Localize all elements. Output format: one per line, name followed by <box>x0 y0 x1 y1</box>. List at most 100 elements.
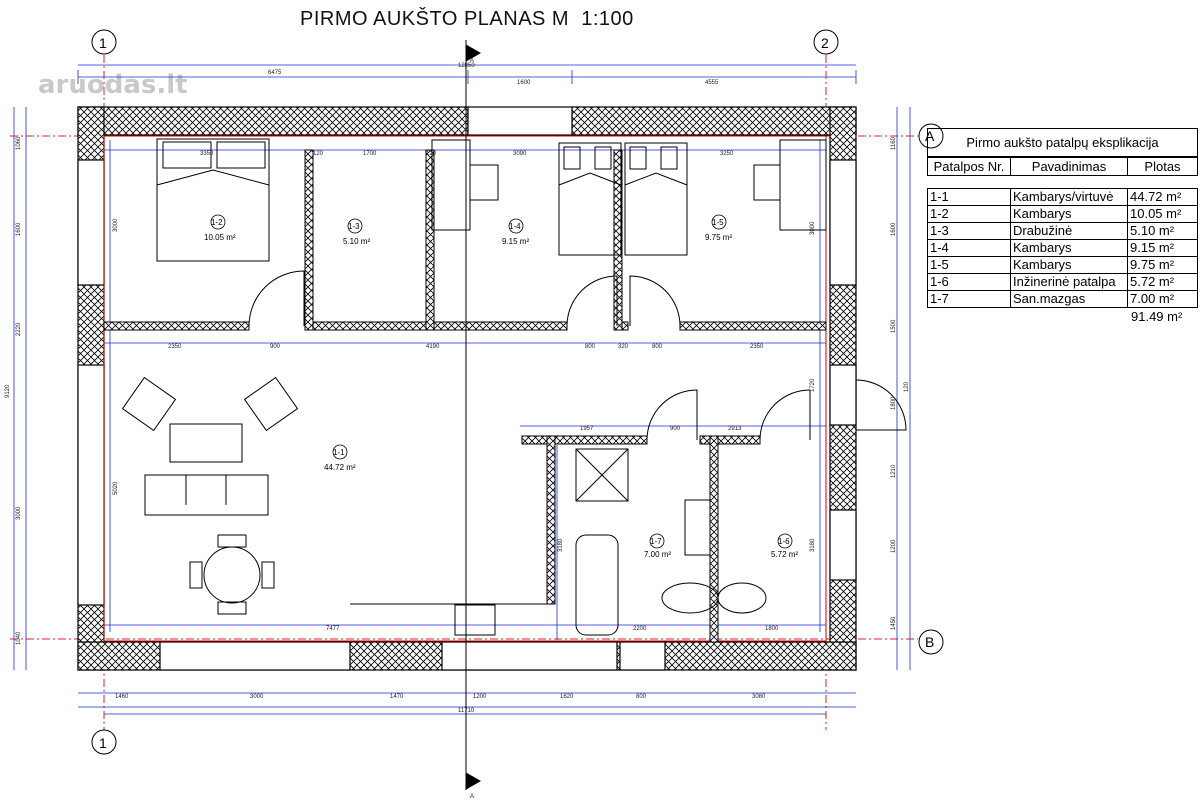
room-id-1-5: 1-5 <box>712 218 724 227</box>
axis-bubbles <box>91 29 944 755</box>
dim-bottom-6: 800 <box>636 694 647 700</box>
axis-1-top: 1 <box>99 35 107 51</box>
room-id-1-6: 1-6 <box>778 537 790 546</box>
dim-mid-5: 320 <box>618 344 629 350</box>
dim-bottom-7: 3080 <box>752 694 766 700</box>
dim-top-axis: 12850 <box>458 63 475 69</box>
right-dimensions: 1160 1600 1500 1800 1210 1200 1450 3000 … <box>558 136 910 630</box>
dim-right-5: 1210 <box>891 464 897 478</box>
dim-bath-3: 2913 <box>728 426 742 432</box>
dim-bottom-2: 3000 <box>250 694 264 700</box>
explication-title: Pirmo aukšto patalpų eksplikacija <box>927 128 1198 157</box>
dining-table <box>203 546 261 604</box>
kitchen-sink <box>454 604 496 636</box>
room-markers <box>210 214 793 549</box>
dim-left-total: 9120 <box>5 384 11 398</box>
dim-bottom-inner-3: 1800 <box>765 626 779 632</box>
dim-left-inner-2: 5020 <box>113 481 119 495</box>
dim-left-2: 1600 <box>16 222 22 236</box>
outer-walls <box>77 106 857 671</box>
sofa <box>144 474 269 516</box>
axis-lines <box>10 55 918 730</box>
room-id-1-7: 1-7 <box>650 537 662 546</box>
dim-right-inner-1: 3000 <box>810 221 816 235</box>
dim-bath-2: 900 <box>670 426 681 432</box>
dim-left-inner-1: 3000 <box>113 218 119 232</box>
dim-right-1: 1160 <box>891 136 897 150</box>
explication-table: Pirmo aukšto patalpų eksplikacija Patalp… <box>927 128 1198 326</box>
room-area-1-4: 9.15 m² <box>502 237 529 246</box>
col-area: Plotas <box>1127 157 1198 176</box>
dim-right-inner-2: 1720 <box>810 378 816 392</box>
left-dimensions: 1060 1600 2220 3000 1040 9120 3000 5020 <box>5 136 119 645</box>
dim-bottom-5: 1620 <box>560 694 574 700</box>
dim-inner-top-1: 3350 <box>200 151 214 157</box>
dim-right-2: 1600 <box>891 222 897 236</box>
bathtub <box>575 534 619 636</box>
dim-inner-top-5: 3090 <box>513 151 527 157</box>
dim-bottom-total: 11710 <box>458 708 475 714</box>
dim-mid-7: 2350 <box>750 344 764 350</box>
dim-left-4: 3000 <box>16 506 22 520</box>
section-label-bottom: A <box>470 794 474 800</box>
dim-door-right: 120 <box>904 381 910 392</box>
dim-bottom-3: 1470 <box>390 694 404 700</box>
dim-mid-3: 4190 <box>426 344 440 350</box>
dim-right-7: 1450 <box>891 616 897 630</box>
dim-bath-1: 1957 <box>580 426 594 432</box>
dim-bottom-4: 1200 <box>473 694 487 700</box>
dim-wc-side: 3180 <box>558 538 564 552</box>
room-area-1-2: 10.05 m² <box>204 233 236 242</box>
dim-left-3: 2220 <box>16 322 22 336</box>
room-area-1-7: 7.00 m² <box>644 550 671 559</box>
dim-right-4: 1800 <box>891 396 897 410</box>
explication-total: 91.49 m² <box>1131 309 1183 324</box>
dim-mid-1: 2350 <box>168 344 182 350</box>
plan-title: PIRMO AUKŠTO PLANAS M 1:100 <box>300 8 634 30</box>
dim-inner-top-4: 120 <box>426 151 437 157</box>
double-bed <box>156 138 270 262</box>
explication-columns: Patalpos Nr. Pavadinimas Plotas <box>927 157 1198 176</box>
dim-inner-top-3: 1700 <box>363 151 377 157</box>
col-nr: Patalpos Nr. <box>927 157 1011 176</box>
sink <box>684 499 711 556</box>
axis-2-top: 2 <box>821 35 829 51</box>
dim-top-2: 1600 <box>517 80 531 86</box>
room-id-1-1: 1-1 <box>333 448 345 457</box>
section-line <box>465 40 482 790</box>
dim-right-6: 1200 <box>891 539 897 553</box>
axis-a: A <box>925 128 935 144</box>
dim-mid-4: 800 <box>585 344 596 350</box>
dim-bottom-inner-2: 2200 <box>633 626 647 632</box>
watermark-logo: aruodas.lt <box>38 70 188 100</box>
interior-walls <box>103 149 827 643</box>
dim-right-inner-3: 3180 <box>810 538 816 552</box>
dim-mid-2: 900 <box>270 344 281 350</box>
room-id-1-2: 1-2 <box>211 218 223 227</box>
door-swings <box>248 270 907 441</box>
room-area-1-3: 5.10 m² <box>343 237 370 246</box>
dim-inner-top-2: 120 <box>313 151 324 157</box>
dimension-lines <box>13 64 911 715</box>
room-area-1-5: 9.75 m² <box>705 233 732 242</box>
room-area-1-1: 44.72 m² <box>324 463 356 472</box>
shower <box>575 448 629 502</box>
dim-left-1: 1060 <box>16 136 22 150</box>
dim-top-1: 6475 <box>268 70 282 76</box>
dim-bottom-inner-1: 7477 <box>326 626 340 632</box>
axis-b: B <box>925 634 934 650</box>
col-name: Pavadinimas <box>1010 157 1128 176</box>
dim-bottom-1: 1460 <box>115 694 129 700</box>
room-area-1-6: 5.72 m² <box>771 550 798 559</box>
coffee-table <box>169 423 243 463</box>
room-id-1-3: 1-3 <box>348 222 360 231</box>
dim-right-3: 1500 <box>891 319 897 333</box>
